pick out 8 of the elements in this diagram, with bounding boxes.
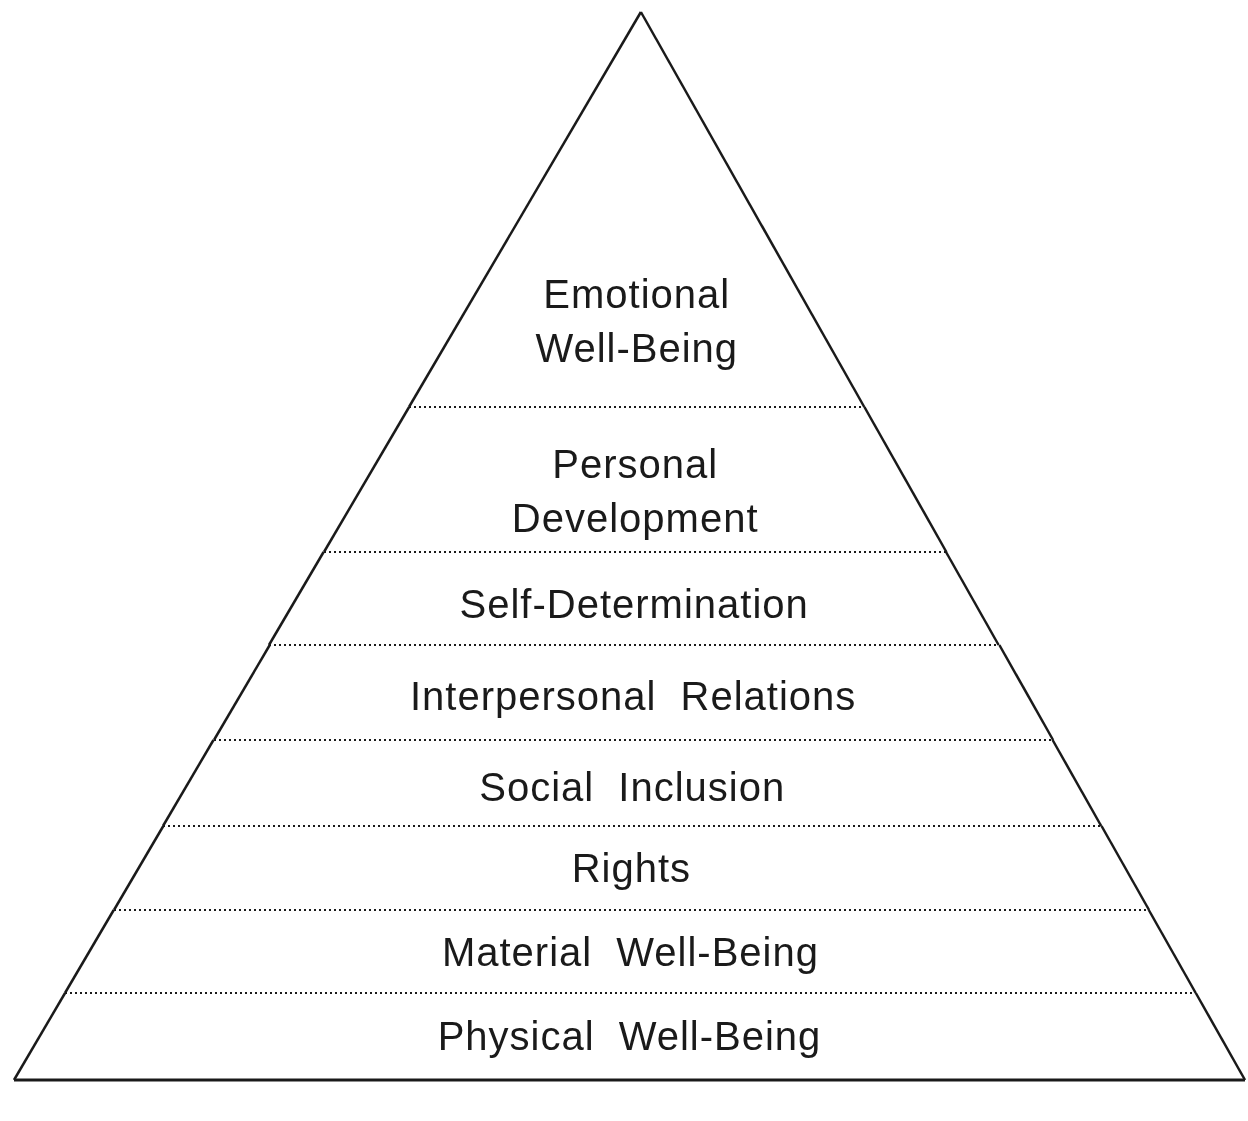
level-label: Personal Development (510, 441, 760, 542)
level-label: Material Well-Being (441, 929, 819, 976)
level-label: Interpersonal Relations (409, 673, 857, 720)
level-label: Emotional Well-Being (534, 271, 740, 372)
level-label: Physical Well-Being (437, 1013, 822, 1060)
level-label: Self-Determination (459, 581, 809, 628)
level-label: Social Inclusion (479, 764, 786, 811)
level-label: Rights (571, 845, 691, 892)
